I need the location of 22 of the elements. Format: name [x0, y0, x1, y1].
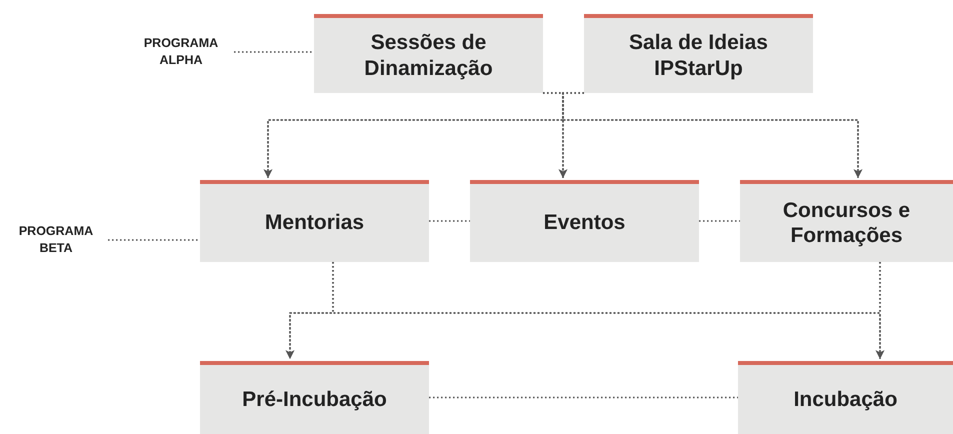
- program-label: PROGRAMA BETA: [18, 223, 94, 257]
- dotted-connector: [699, 220, 740, 222]
- box-title: Incubação: [792, 386, 898, 412]
- process-box: [470, 180, 699, 262]
- dotted-arrow: [876, 262, 884, 359]
- process-box: [314, 14, 543, 93]
- box-title: Eventos: [542, 210, 626, 236]
- program-label: PROGRAMA ALPHA: [142, 35, 220, 69]
- dotted-connector: [234, 51, 314, 53]
- dotted-connector: [429, 396, 738, 398]
- box-title: Mentorias: [264, 210, 366, 236]
- box-title: Sessões de Dinamização: [363, 30, 494, 81]
- process-box: [200, 180, 429, 262]
- process-box: [200, 361, 429, 434]
- box-title: Pré-Incubação: [241, 386, 388, 412]
- dotted-connector: [108, 239, 200, 241]
- process-box: [738, 361, 953, 434]
- process-box: [740, 180, 953, 262]
- process-box: [584, 14, 813, 93]
- box-title: Concursos e Formações: [782, 198, 912, 248]
- box-title: Sala de Ideias IPStarUp: [628, 30, 769, 81]
- dotted-connector: [429, 220, 470, 222]
